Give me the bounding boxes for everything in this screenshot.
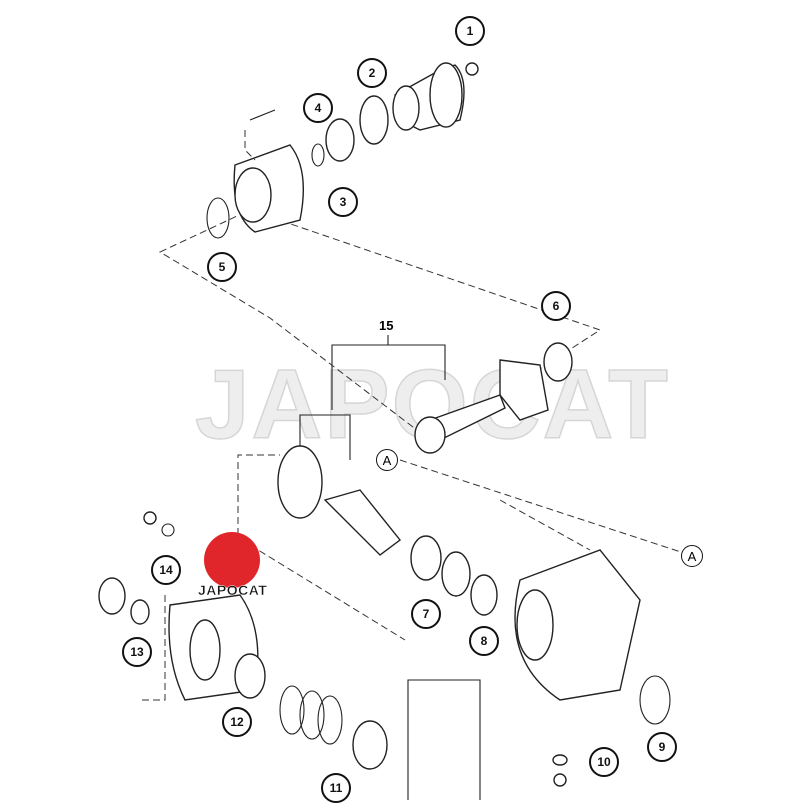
- callout-2[interactable]: 2: [357, 58, 387, 88]
- callout-4[interactable]: 4: [303, 93, 333, 123]
- callout-11[interactable]: 11: [321, 773, 351, 803]
- callout-8[interactable]: 8: [469, 626, 499, 656]
- japocat-logo: [204, 532, 260, 588]
- callout-6[interactable]: 6: [541, 291, 571, 321]
- callout-3[interactable]: 3: [328, 187, 358, 217]
- reference-mark-a: A: [376, 449, 398, 471]
- reference-mark-a: A: [681, 545, 703, 567]
- lower-assembly: [98, 499, 671, 800]
- callout-9[interactable]: 9: [647, 732, 677, 762]
- callout-14[interactable]: 14: [151, 555, 181, 585]
- top-assembly: [158, 62, 602, 441]
- callout-12[interactable]: 12: [222, 707, 252, 737]
- callout-1[interactable]: 1: [455, 16, 485, 46]
- callout-7[interactable]: 7: [411, 599, 441, 629]
- group-label-15: 15: [379, 318, 394, 333]
- logo-text: JAPOCAT: [198, 582, 268, 598]
- callout-5[interactable]: 5: [207, 252, 237, 282]
- callout-10[interactable]: 10: [589, 747, 619, 777]
- pinion-assembly: [237, 335, 691, 556]
- callout-13[interactable]: 13: [122, 637, 152, 667]
